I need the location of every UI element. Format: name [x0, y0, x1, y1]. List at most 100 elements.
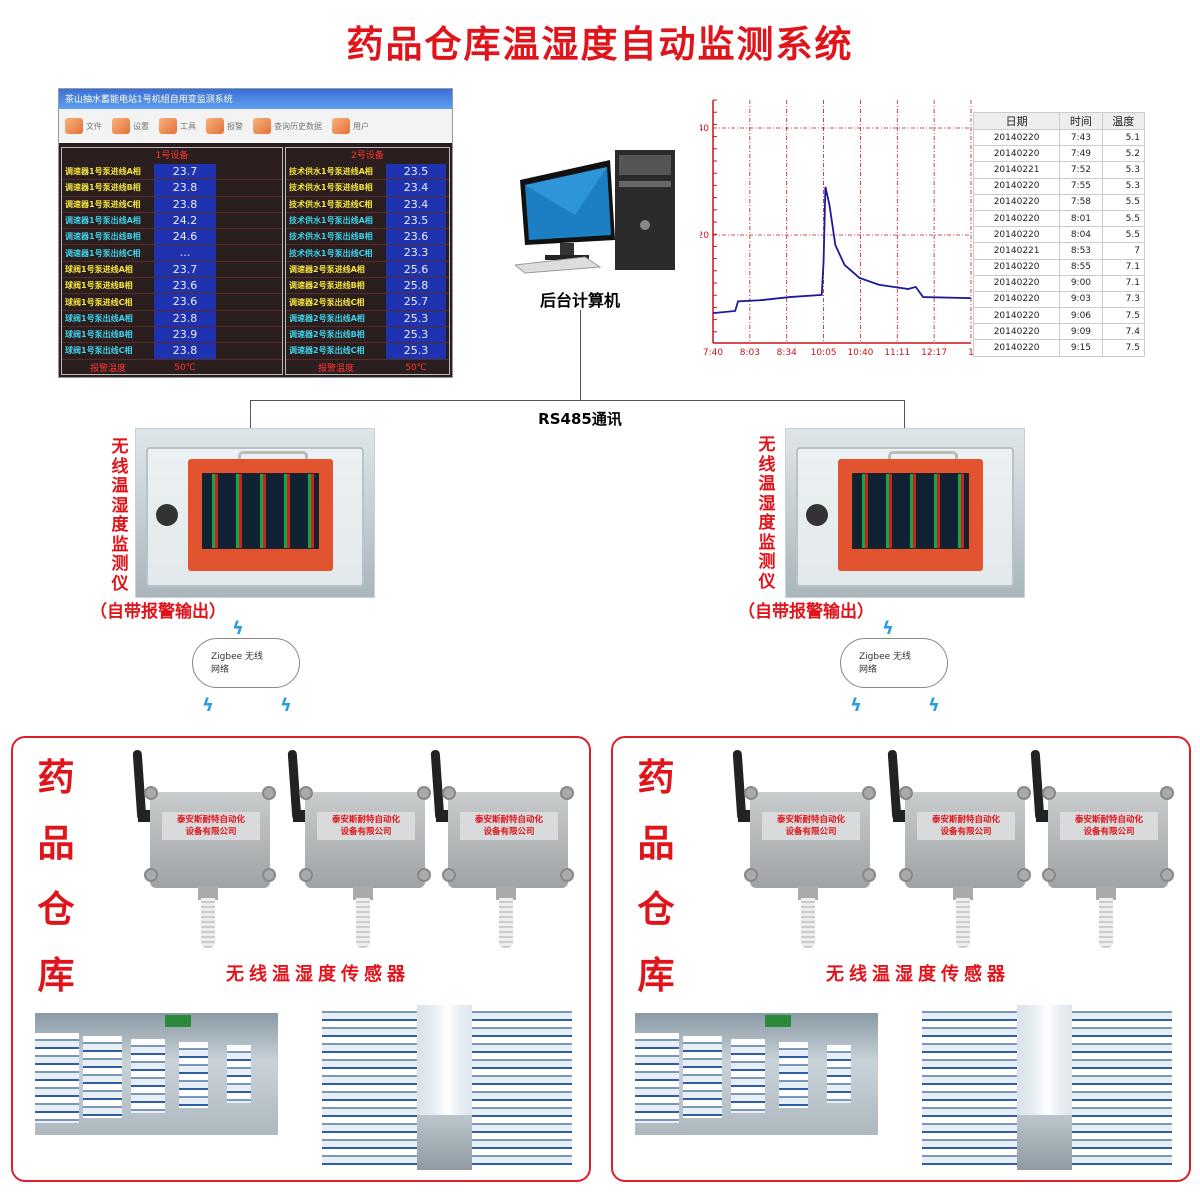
sensor-row-value: 23.7 — [154, 164, 216, 180]
sensor-neck — [953, 886, 973, 900]
warehouse-section-left — [11, 736, 591, 1182]
brand-line: 泰安斯耐特自动化 — [931, 815, 1000, 825]
sensor-row-label: 技术供水1号泵进线B相 — [289, 183, 373, 193]
x-tick-label: 8:03 — [740, 348, 760, 358]
brand-line: 泰安斯耐特自动化 — [776, 815, 845, 825]
toolbar-button[interactable]: 文件 — [65, 118, 102, 134]
lightning-icon: ϟ — [280, 695, 292, 716]
brand-line: 设备有限公司 — [185, 827, 237, 837]
x-tick-label: 12:17 — [921, 348, 947, 358]
table-cell: 7.4 — [1101, 323, 1146, 341]
sensor-row-label: 调速器2号泵出线C相 — [289, 297, 365, 307]
rs485-label: RS485通讯 — [538, 410, 622, 428]
monitor-device-left — [135, 428, 375, 598]
sensor-row-value: 24.6 — [154, 229, 216, 245]
table-cell: 20140220 — [972, 128, 1061, 147]
toolbar: 文件设置 工具 报警查询历史数据 用户 — [59, 109, 452, 143]
toolbar-button[interactable]: 报警 — [206, 118, 243, 134]
table-cell: 8:04 — [1059, 226, 1103, 244]
shelf-rack — [779, 1042, 808, 1108]
mount-ear — [299, 868, 313, 882]
sensor-brand-label: 泰安斯耐特自动化设备有限公司 — [1060, 812, 1158, 840]
sensor-row-label: 球阀1号泵进线C相 — [65, 297, 133, 307]
table-cell: 7.5 — [1101, 339, 1146, 357]
sensor-row-label: 调速器2号泵进线B相 — [289, 281, 365, 291]
toolbar-button[interactable]: 用户 — [332, 118, 369, 134]
toolbar-button[interactable]: 设置 — [112, 118, 149, 134]
lightning-icon: ϟ — [202, 695, 214, 716]
computer-label: 后台计算机 — [539, 291, 620, 310]
toolbar-label: 工具 — [180, 121, 196, 131]
lightning-icon: ϟ — [882, 618, 894, 639]
table-cell: 5.2 — [1101, 145, 1146, 163]
table-cell: 7:52 — [1059, 161, 1103, 179]
table-cell: 7:49 — [1059, 145, 1103, 163]
lightning-icon: ϟ — [232, 618, 244, 639]
alarm-note-left: （自带报警输出） — [90, 602, 226, 622]
table-cell: 7:58 — [1059, 193, 1103, 211]
sensor-row-label: 球阀1号泵进线A相 — [65, 264, 133, 274]
warehouse-label-char: 药 — [637, 756, 675, 799]
shelf-rack — [731, 1039, 765, 1113]
alarm-value: 50℃ — [405, 362, 427, 373]
x-tick-label: 7:40 — [703, 348, 723, 358]
table-cell: 20140220 — [972, 274, 1061, 292]
mount-ear — [442, 868, 456, 882]
wireless-sensor: 泰安斯耐特自动化设备有限公司 — [132, 749, 276, 950]
sensor-neck — [798, 886, 818, 900]
monitor-label-left: 无线温湿度监测仪 — [111, 437, 129, 594]
sensor-row-value: 25.8 — [386, 278, 446, 294]
computer-icon — [515, 150, 675, 274]
sensor-neck — [198, 886, 218, 900]
table-cell: 20140220 — [972, 193, 1061, 211]
table-cell: 8:53 — [1059, 242, 1103, 260]
sensor-row-label: 调速器1号泵出线B相 — [65, 232, 141, 242]
sensor-row: 调速器1号泵出线B相 24.6 — [62, 229, 282, 246]
sensor-probe — [801, 898, 815, 948]
toolbar-label: 报警 — [227, 121, 243, 131]
toolbar-label: 用户 — [353, 121, 369, 131]
connector-line — [580, 310, 581, 401]
alarm-label: 报警温度 — [89, 364, 126, 375]
sensor-row-value: 25.3 — [386, 310, 446, 326]
table-cell: 7:55 — [1059, 177, 1103, 195]
warehouse-label-char: 品 — [37, 822, 75, 865]
warehouse-label-char: 仓 — [37, 888, 75, 931]
toolbar-button[interactable]: 工具 — [159, 118, 196, 134]
table-cell: 8:01 — [1059, 209, 1103, 228]
mount-ear — [262, 786, 276, 800]
sensor-row-label: 球阀1号泵出线C相 — [65, 346, 133, 356]
shelf-rack — [322, 1005, 417, 1170]
table-cell: 20140220 — [972, 209, 1061, 228]
alarm-value: 50℃ — [174, 362, 196, 373]
sensor-row-value: 25.3 — [386, 343, 446, 359]
sensor-row-value: 23.3 — [386, 245, 446, 261]
mount-ear — [1160, 786, 1174, 800]
mount-ear — [417, 786, 431, 800]
sensor-row-label: 调速器2号泵出线C相 — [289, 346, 365, 356]
shelf-rack — [227, 1045, 251, 1103]
sensor-row-label: 调速器1号泵进线B相 — [65, 183, 141, 193]
sensor-caption: 无线温湿度传感器 — [226, 964, 410, 985]
table-cell: 7 — [1101, 242, 1146, 260]
sensor-brand-label: 泰安斯耐特自动化设备有限公司 — [917, 812, 1015, 840]
sensor-row-label: 调速器2号泵出线A相 — [289, 313, 365, 323]
toolbar-icon — [206, 118, 224, 134]
toolbar-button[interactable]: 查询历史数据 — [253, 118, 322, 134]
sensor-probe — [356, 898, 370, 948]
warehouse-photo-aisle — [35, 1013, 278, 1135]
